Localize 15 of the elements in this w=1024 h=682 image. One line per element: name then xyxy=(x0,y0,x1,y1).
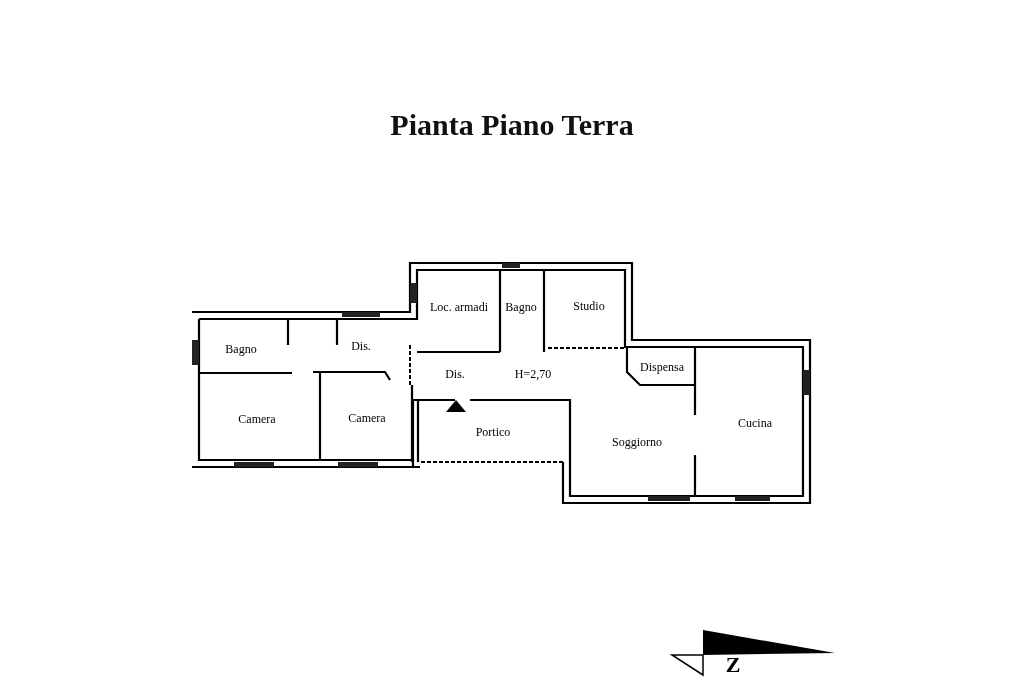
room-label: Portico xyxy=(475,424,511,440)
room-label: Cucina xyxy=(738,415,772,431)
room-label: Dis. xyxy=(445,366,465,382)
room-label: Dispensa xyxy=(640,359,684,375)
room-label: Studio xyxy=(573,298,605,314)
plan-title: Pianta Piano Terra xyxy=(390,108,634,141)
room-label: Camera xyxy=(348,410,386,426)
room-label: Bagno xyxy=(505,299,537,315)
room-label: Dis. xyxy=(351,338,371,354)
room-label: Loc. armadi xyxy=(430,299,488,315)
compass-letter: Z xyxy=(725,652,741,678)
room-label: Soggiorno xyxy=(612,434,662,450)
room-label: Camera xyxy=(238,411,276,427)
room-label: Bagno xyxy=(225,341,257,357)
room-label: H=2,70 xyxy=(514,366,552,382)
